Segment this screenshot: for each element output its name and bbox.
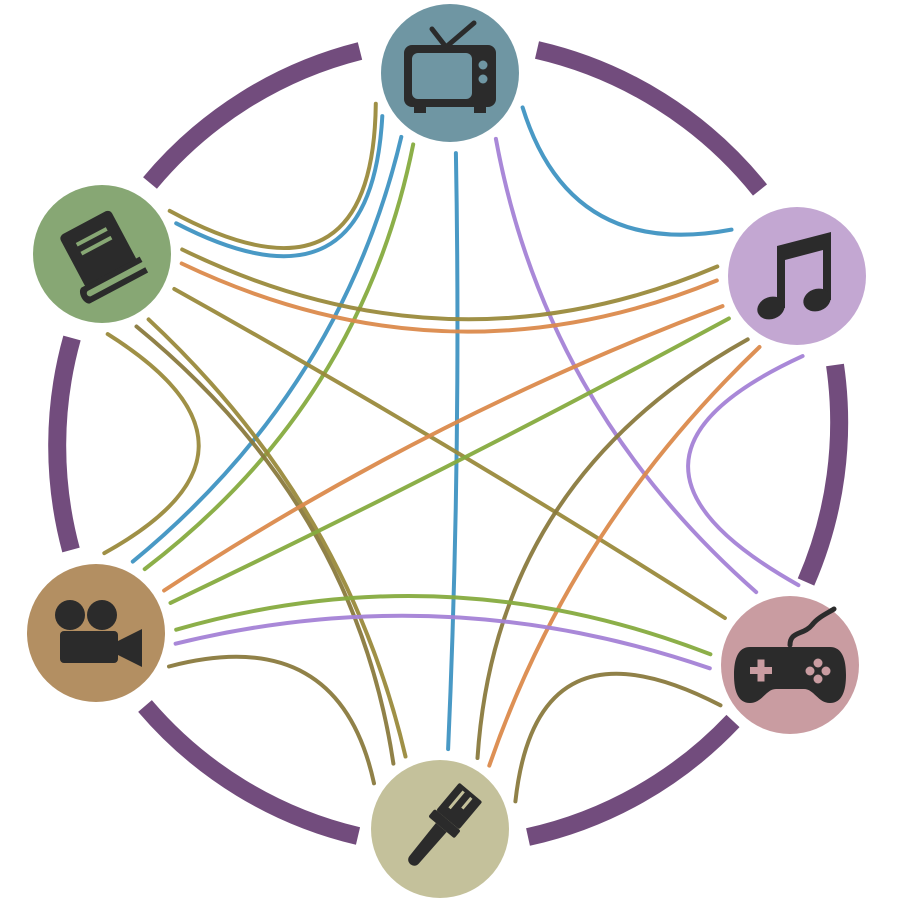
node-games[interactable] <box>713 588 867 742</box>
game-controller-icon <box>734 606 846 703</box>
ring-arc-film-books <box>48 335 81 553</box>
node-books[interactable] <box>25 177 179 331</box>
link-books-art-brown <box>134 324 396 766</box>
tv-icon <box>404 20 496 113</box>
link-film-games-green <box>174 594 713 657</box>
node-tv[interactable] <box>373 0 527 150</box>
book-icon <box>60 210 149 304</box>
category-nodes <box>19 0 874 900</box>
music-note-icon <box>757 232 831 320</box>
video-camera-icon <box>55 600 142 667</box>
link-music-art-orange <box>487 345 762 768</box>
ring-arc-books-tv <box>143 42 363 189</box>
link-tv-books-olive <box>167 101 378 250</box>
link-books-games-olive <box>172 287 727 620</box>
ring-arc-games-art <box>526 714 740 846</box>
link-tv-music-blue <box>520 105 734 237</box>
link-music-games-purple <box>686 354 805 588</box>
link-tv-books-blue <box>174 114 385 259</box>
node-film[interactable] <box>19 556 173 710</box>
link-books-music-orange <box>179 261 719 334</box>
link-music-art-brown <box>475 337 750 760</box>
paintbrush-icon <box>408 783 482 866</box>
ring-arc-music-games <box>797 363 849 586</box>
link-tv-film-green <box>142 142 416 572</box>
link-film-art-brown <box>167 654 376 786</box>
ring-arc-tv-music <box>534 41 768 196</box>
outer-ring <box>48 41 849 846</box>
link-music-film-orange <box>162 304 725 593</box>
link-tv-film-blue <box>130 134 404 564</box>
connection-links <box>102 101 805 804</box>
link-books-film-olive <box>102 332 201 556</box>
link-tv-games-purple <box>493 136 759 595</box>
node-music-circle <box>728 207 866 345</box>
node-art[interactable] <box>363 752 517 900</box>
link-music-film-green <box>168 316 731 605</box>
ring-arc-art-film <box>138 700 361 845</box>
link-books-art-olive <box>146 317 408 759</box>
link-books-music-olive <box>180 247 720 322</box>
node-music[interactable] <box>720 199 874 353</box>
link-film-games-purple <box>173 613 712 671</box>
link-games-art-brown <box>513 671 723 804</box>
